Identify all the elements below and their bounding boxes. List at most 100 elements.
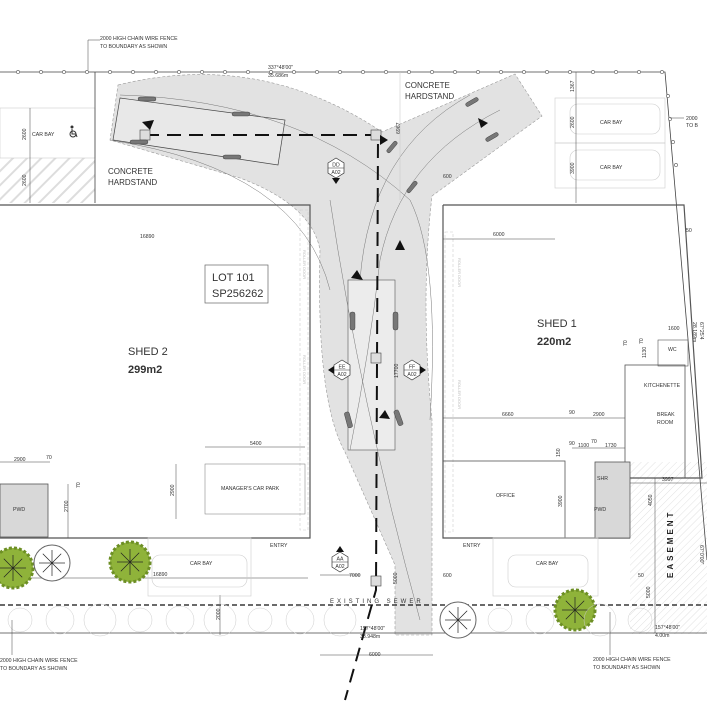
fence-note: TO BOUNDARY AS SHOWN bbox=[593, 665, 660, 671]
vehicle-wheels bbox=[129, 96, 499, 428]
fence-post bbox=[131, 70, 135, 74]
svg-text:2900: 2900 bbox=[593, 412, 605, 418]
marker-id: FF bbox=[409, 365, 415, 371]
shrub bbox=[285, 605, 315, 635]
svg-text:70: 70 bbox=[46, 455, 52, 461]
svg-text:2000: 2000 bbox=[216, 608, 222, 620]
svg-text:50: 50 bbox=[638, 573, 644, 579]
fence-post bbox=[85, 70, 89, 74]
fence-post bbox=[246, 70, 250, 74]
dimension-labels: 2600 2600 1367 2600 3900 6967 600 16890 … bbox=[14, 80, 692, 658]
fence-post bbox=[292, 70, 296, 74]
svg-text:6000: 6000 bbox=[493, 232, 505, 238]
svg-text:17700: 17700 bbox=[394, 363, 400, 378]
fence-post bbox=[62, 70, 66, 74]
entry-label: ENTRY bbox=[270, 543, 288, 549]
kitchenette-label: KITCHENETTE bbox=[644, 383, 681, 389]
fence-post bbox=[614, 70, 618, 74]
office-label: OFFICE bbox=[496, 493, 516, 499]
shed-2-area: 299m2 bbox=[128, 364, 162, 376]
svg-text:90: 90 bbox=[569, 410, 575, 416]
accessible-parking-icon bbox=[69, 125, 78, 138]
hatched-area-left bbox=[0, 158, 95, 203]
fence-post bbox=[545, 70, 549, 74]
svg-text:2700: 2700 bbox=[64, 500, 70, 512]
fence-note: TO BOUNDARY AS SHOWN bbox=[100, 44, 167, 50]
room-pwd-right bbox=[594, 461, 631, 539]
car-bay-label: CAR BAY bbox=[190, 561, 213, 567]
fence-post bbox=[453, 70, 457, 74]
svg-text:600: 600 bbox=[443, 573, 452, 579]
marker-sheet: A02 bbox=[335, 564, 344, 570]
roller-door-label: ROLLER DOOR bbox=[457, 258, 462, 287]
svg-text:70: 70 bbox=[639, 338, 645, 344]
fence-post bbox=[476, 70, 480, 74]
fence-post bbox=[568, 70, 572, 74]
svg-text:70: 70 bbox=[76, 482, 82, 488]
shr-label: SHR bbox=[597, 476, 608, 482]
tree-icon bbox=[108, 540, 152, 584]
roller-door-label: ROLLER DOOR bbox=[302, 250, 307, 279]
svg-text:4050: 4050 bbox=[648, 494, 654, 506]
roller-door-label: ROLLER DOOR bbox=[302, 355, 307, 384]
shrub bbox=[83, 603, 117, 637]
svg-text:16890: 16890 bbox=[153, 572, 168, 578]
vehicle-centreline bbox=[145, 134, 380, 701]
existing-sewer-label: EXISTING SEWER bbox=[330, 599, 424, 605]
boundary-bearing: 157°48'00" bbox=[655, 625, 680, 631]
section-marker-aa[interactable]: AA A02 bbox=[331, 546, 349, 573]
wc-label: WC bbox=[668, 347, 677, 353]
shrub bbox=[7, 607, 33, 633]
driveway-swept-path bbox=[109, 73, 543, 636]
tree-icon bbox=[0, 540, 597, 639]
shrub bbox=[583, 603, 617, 637]
fence-post bbox=[430, 70, 434, 74]
svg-text:1100: 1100 bbox=[578, 443, 589, 449]
vehicle-outline-center bbox=[347, 279, 396, 451]
fence-post bbox=[384, 70, 388, 74]
boundary-bearing: 337°48'00" bbox=[268, 65, 293, 71]
fence-post bbox=[522, 70, 526, 74]
boundary-bearing: 67°25'4 bbox=[698, 322, 704, 340]
shrub bbox=[525, 605, 555, 635]
svg-text:1600: 1600 bbox=[668, 326, 680, 332]
fence-note: 2000 HIGH CHAIN WIRE FENCE bbox=[593, 657, 671, 663]
room-pwd-left bbox=[0, 483, 49, 538]
boundary-length: 4.00m bbox=[655, 633, 669, 639]
pwd-label: PWD bbox=[594, 507, 606, 513]
section-marker-dd[interactable]: DD A02 bbox=[327, 157, 345, 184]
managers-car-park-label: MANAGER'S CAR PARK bbox=[221, 486, 280, 492]
property-boundary bbox=[0, 71, 707, 561]
svg-text:3900: 3900 bbox=[558, 495, 564, 507]
svg-text:2600: 2600 bbox=[570, 116, 576, 128]
car-bay-label: CAR BAY bbox=[600, 120, 623, 126]
shrub bbox=[203, 603, 237, 637]
section-marker-ff[interactable]: FF A02 bbox=[403, 359, 426, 381]
marker-id: DD bbox=[332, 163, 340, 169]
fence-note: 2000 HIGH CHAIN WIRE FENCE bbox=[0, 658, 78, 664]
shrub bbox=[627, 607, 653, 633]
shed-1-area: 220m2 bbox=[537, 336, 571, 348]
fence-post bbox=[407, 70, 411, 74]
marker-id: EE bbox=[339, 365, 346, 371]
boundary-length: 28.189m bbox=[691, 322, 697, 342]
svg-text:5000: 5000 bbox=[393, 572, 399, 584]
marker-sheet: A02 bbox=[331, 170, 340, 176]
svg-text:7000: 7000 bbox=[349, 573, 361, 579]
shed-2-name: SHED 2 bbox=[128, 346, 168, 358]
tree-icon bbox=[553, 588, 597, 632]
fence-post bbox=[154, 70, 158, 74]
svg-text:1730: 1730 bbox=[605, 443, 617, 449]
hardstand-label: CONCRETE bbox=[108, 167, 153, 176]
section-marker-ee[interactable]: EE A02 bbox=[328, 359, 351, 381]
car-bay-label: CAR BAY bbox=[536, 561, 559, 567]
hardstand-label: HARDSTAND bbox=[108, 178, 157, 187]
boundary-bearing: 67°0'00" bbox=[698, 545, 704, 564]
fence-post bbox=[499, 70, 503, 74]
lot-plan: SP256262 bbox=[212, 288, 263, 300]
fence-post bbox=[671, 140, 675, 144]
svg-text:5400: 5400 bbox=[250, 441, 262, 447]
break-room-label: ROOM bbox=[657, 420, 673, 426]
boundary-length: 33.948m bbox=[360, 634, 380, 640]
